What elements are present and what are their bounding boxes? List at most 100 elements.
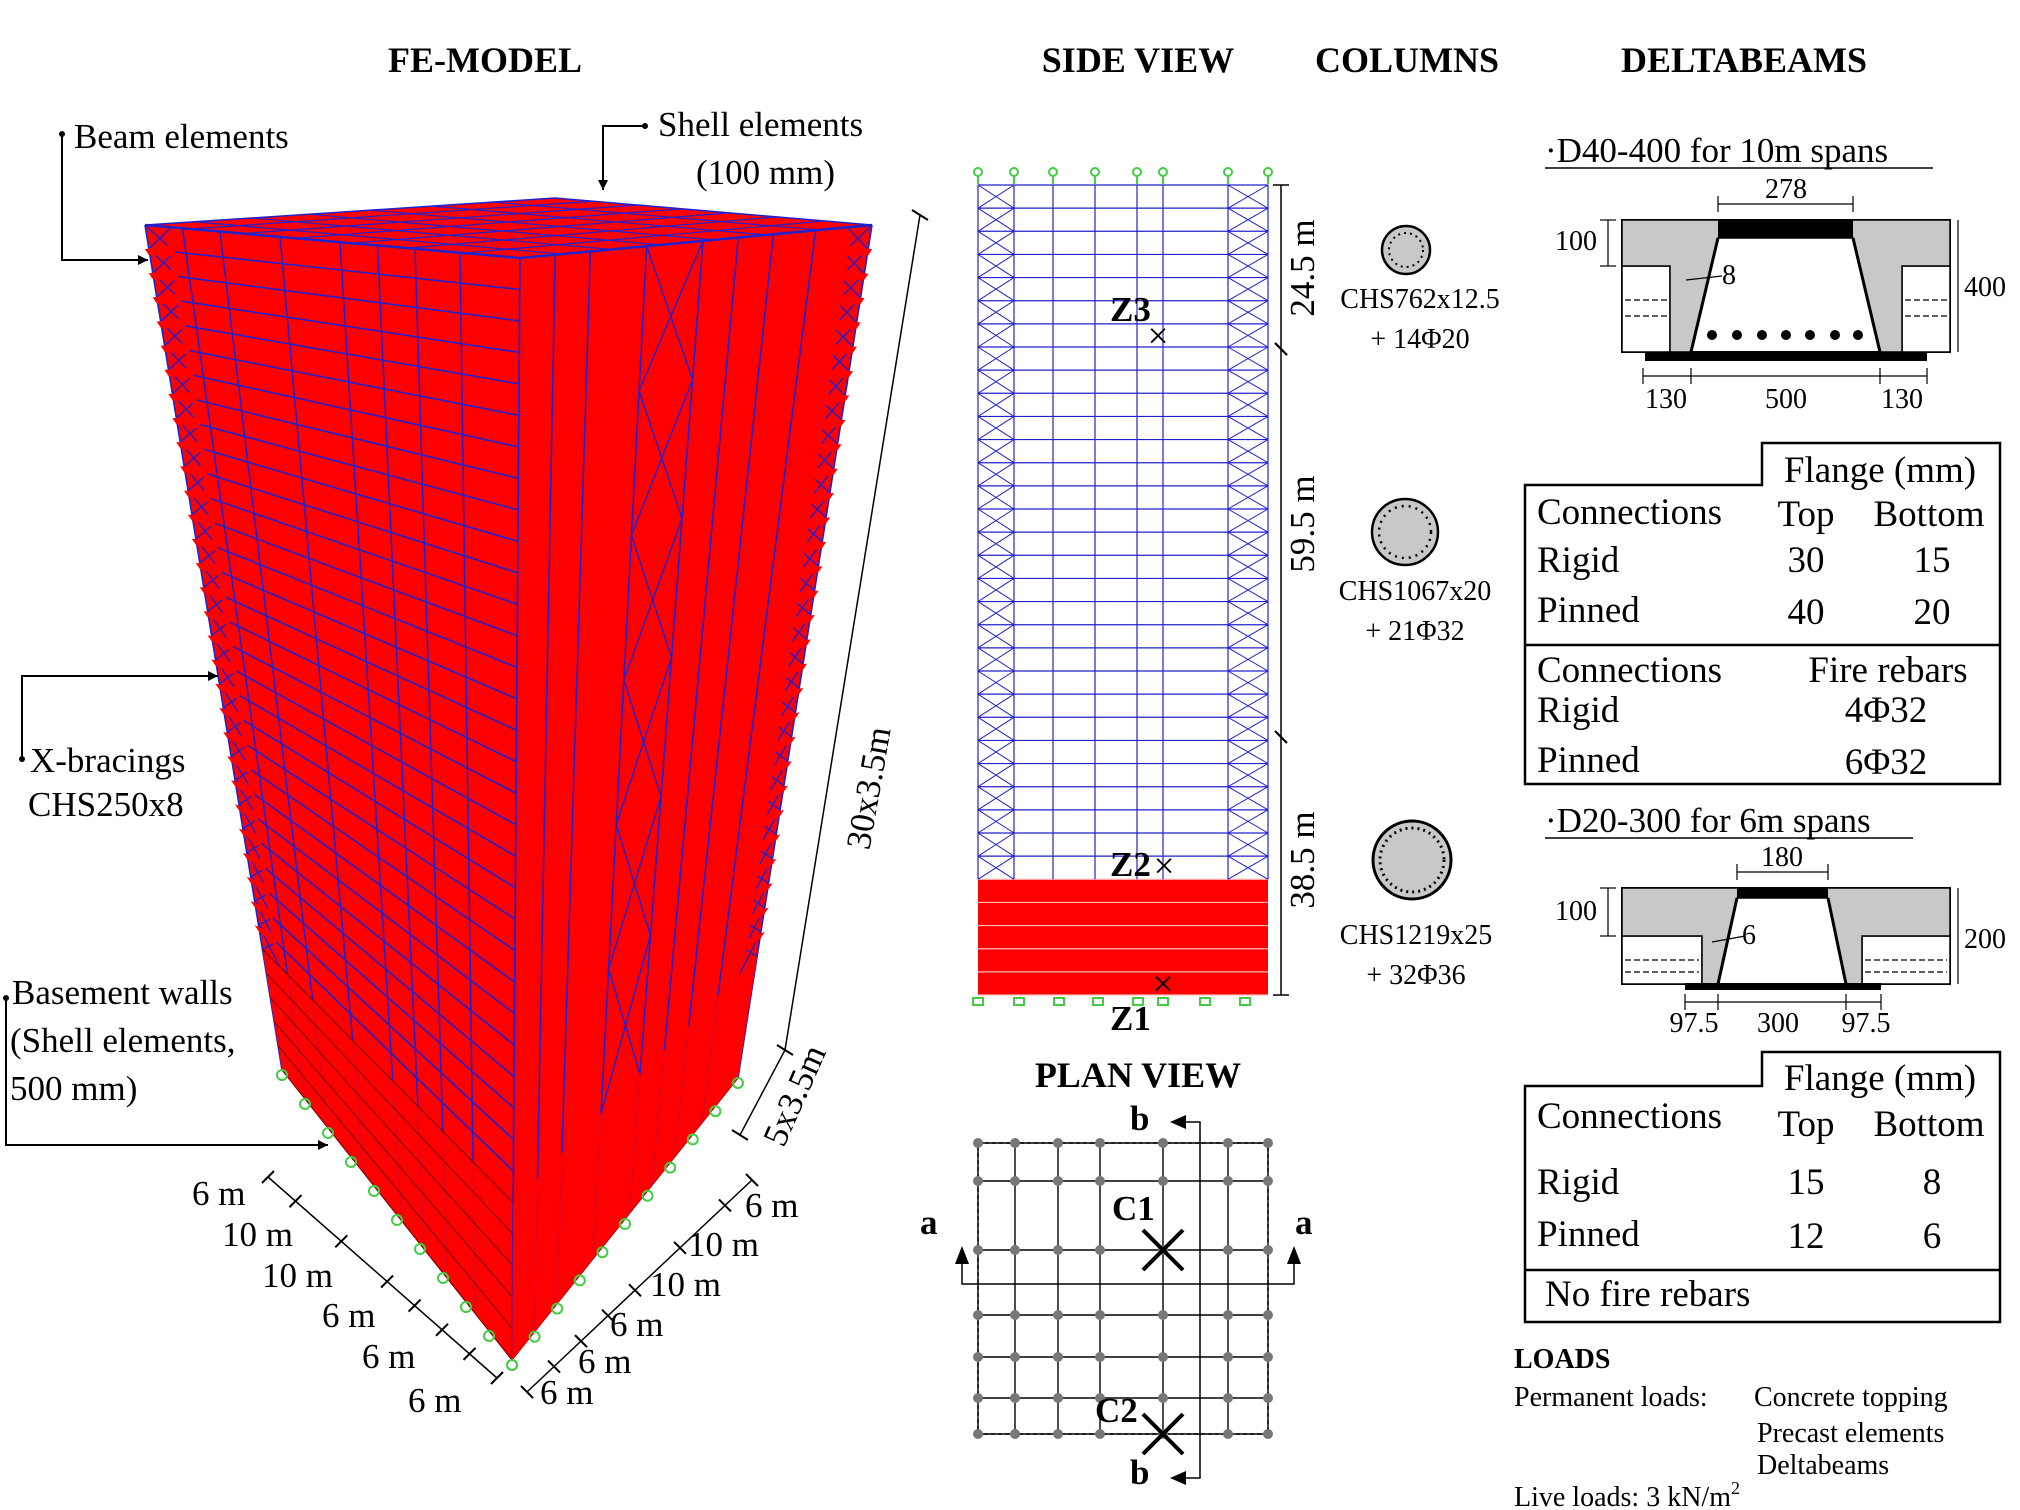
side-x-bracing xyxy=(1227,207,1269,232)
column-line xyxy=(279,236,366,1175)
plan-view-grid xyxy=(955,1115,1301,1485)
side-x-bracing xyxy=(977,207,1015,232)
slab-edge xyxy=(793,590,819,605)
column-line xyxy=(673,234,775,1158)
slab-edge xyxy=(227,756,251,774)
side-x-bracing xyxy=(977,855,1015,880)
slab-edge xyxy=(172,416,201,429)
column-line xyxy=(181,228,306,1100)
column-section-3-icon xyxy=(1371,819,1453,901)
deltabeam-2-slab-depth: 100 xyxy=(1555,896,1597,927)
side-x-bracing xyxy=(977,531,1015,556)
side-x-bracing xyxy=(977,346,1015,371)
side-x-bracing xyxy=(1227,369,1269,394)
slab-edge xyxy=(782,663,808,679)
roof-edge xyxy=(144,223,873,260)
deltabeam-d40-section: ·D40-400 for 10m spans 278 100 400 8 xyxy=(1545,131,2006,415)
plan-c1-label: C1 xyxy=(1112,1189,1155,1228)
column-line xyxy=(459,252,476,1314)
basement-wall-right xyxy=(512,956,758,1360)
slab-edge xyxy=(203,611,230,626)
table-2-col-bottom: Bottom xyxy=(1873,1104,1984,1145)
slab-edge xyxy=(234,804,259,824)
slab-edge xyxy=(825,368,854,381)
roof-grid xyxy=(251,217,612,251)
zone-z2-cross-icon: × xyxy=(1154,846,1175,887)
plan-column-node xyxy=(1095,1352,1105,1362)
plan-view-annotations: C1 C2 a a b b xyxy=(920,1099,1313,1492)
plan-column-node xyxy=(1010,1138,1020,1148)
plan-column-node xyxy=(1010,1429,1020,1439)
core-bracing xyxy=(638,390,683,519)
plan-column-node xyxy=(1053,1245,1063,1255)
support-icon xyxy=(528,1330,541,1343)
deltabeam-1-depth: 400 xyxy=(1964,272,2006,303)
plan-section-b-line xyxy=(1183,1121,1201,1479)
slab-edge xyxy=(211,659,237,676)
column-line xyxy=(511,257,521,1361)
deltabeam-1-title: ·D40-400 for 10m spans xyxy=(1545,131,1888,170)
table-1-col-top: Top xyxy=(1777,494,1834,535)
side-support-icon xyxy=(1263,167,1273,177)
side-x-bracing xyxy=(977,254,1015,278)
plan-column-node xyxy=(1053,1429,1063,1439)
side-x-bracing xyxy=(1227,531,1269,556)
side-x-bracing xyxy=(1227,577,1269,603)
side-x-bracing xyxy=(977,624,1015,649)
slab-edge xyxy=(250,901,273,922)
slab-edge xyxy=(833,318,861,331)
side-x-bracing xyxy=(977,416,1015,440)
side-support-icon xyxy=(1223,167,1233,177)
table-1-fire-header: Fire rebars xyxy=(1808,650,1967,691)
support-icon xyxy=(414,1243,426,1255)
plan-column-node xyxy=(1010,1352,1020,1362)
plan-column-node xyxy=(1053,1176,1063,1186)
x-bracings-section-label: CHS250x8 xyxy=(28,785,184,824)
side-x-bracing xyxy=(1227,554,1269,579)
side-view-frame xyxy=(972,167,1273,1006)
support-icon xyxy=(345,1156,357,1168)
zone-z2-label: Z2 xyxy=(1110,845,1151,884)
heading-fe-model: FE-MODEL xyxy=(388,40,582,80)
plan-column-node xyxy=(1158,1176,1168,1186)
support-icon xyxy=(299,1098,311,1110)
support-icon xyxy=(506,1359,518,1371)
slab-edge xyxy=(836,293,865,306)
table-2-row-pinned-name: Pinned xyxy=(1537,1214,1640,1255)
slab-edge xyxy=(176,441,204,454)
slab-edge xyxy=(168,391,197,404)
column-line xyxy=(592,246,648,1259)
roof-grid xyxy=(407,216,777,249)
support-icon xyxy=(596,1246,609,1259)
side-x-bracing xyxy=(977,277,1015,302)
deltabeam-1-slab-depth: 100 xyxy=(1555,226,1597,257)
span-tick xyxy=(673,1241,687,1255)
slab-edge xyxy=(195,563,222,577)
deltabeam-2-title: ·D20-300 for 6m spans xyxy=(1545,801,1871,840)
span-label-right: 10 m xyxy=(688,1225,759,1264)
slab-edge xyxy=(829,343,857,356)
side-support-icon xyxy=(1158,167,1168,177)
plan-section-b-bottom: b xyxy=(1130,1453,1149,1492)
height-lower-label: 38.5 m xyxy=(1283,811,1322,908)
shell-elements-callout: Shell elements (100 mm) xyxy=(598,105,863,192)
slab-edge xyxy=(765,785,788,804)
slab-edge xyxy=(160,342,190,355)
deltabeam-2-top-width: 180 xyxy=(1761,842,1803,873)
column-line xyxy=(414,248,449,1279)
support-icon xyxy=(641,1189,654,1202)
core-bracing xyxy=(607,796,662,970)
side-x-bracing xyxy=(977,439,1015,464)
plan-column-node xyxy=(1158,1352,1168,1362)
column-3: CHS1219x25 + 32Φ36 xyxy=(1340,819,1492,991)
plan-column-node xyxy=(1263,1393,1273,1403)
slab-edge xyxy=(148,268,179,281)
plan-column-node xyxy=(1095,1310,1105,1320)
deltabeam-1-web-thickness: 8 xyxy=(1722,260,1736,291)
table-2-row-rigid-bottom: 8 xyxy=(1923,1162,1942,1203)
slab-edge xyxy=(775,712,800,729)
core-bracing xyxy=(623,518,683,681)
slab-edge xyxy=(754,858,777,878)
side-x-bracing xyxy=(977,508,1015,533)
